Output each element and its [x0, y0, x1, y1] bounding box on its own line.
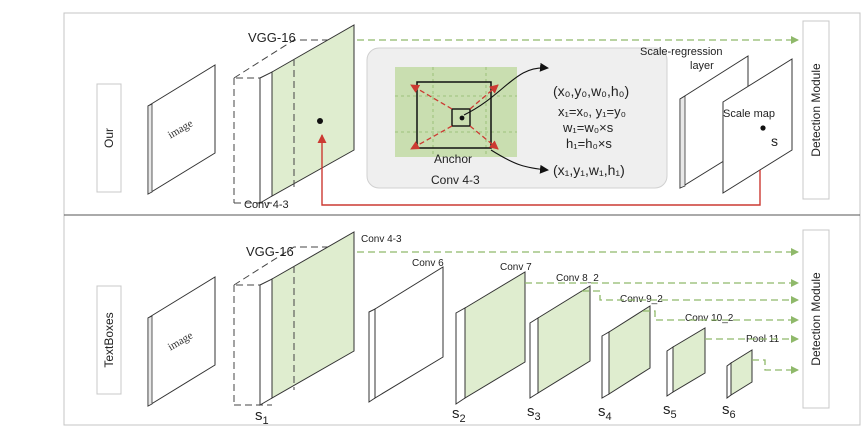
conv6-slab [368, 266, 444, 403]
bottom-vgg-label: VGG-16 [246, 244, 294, 259]
top-feature-point [317, 118, 323, 124]
scale-symbol: s [771, 133, 778, 149]
tuple-scaled: (x₁,y₁,w₁,h₁) [553, 162, 625, 178]
bottom-detection-module [802, 229, 830, 409]
anchor-panel: Anchor Conv 4-3 (x₀,y₀,w₀,h₀) x₁=x₀, y₁=… [366, 47, 668, 189]
equation-xy: x₁=x₀, y₁=y₀ [558, 104, 626, 119]
scale-s3: s3 [527, 403, 541, 423]
top-vgg-block: VGG-16 Conv 4-3 [232, 24, 356, 211]
anchor-outer-box [416, 81, 492, 149]
conv9-slab [601, 305, 651, 399]
layer-label-conv7: Conv 7 [500, 262, 532, 273]
skip-arrow-pool11 [752, 359, 799, 374]
layer-label-conv10: Conv 10_2 [685, 313, 734, 324]
top-conv-label: Conv 4-3 [244, 199, 289, 211]
our-label-box [96, 83, 122, 193]
scale-s1: s1 [255, 407, 269, 427]
bottom-vgg-block: VGG-16 [232, 231, 356, 406]
layer-label-conv6: Conv 6 [412, 258, 444, 269]
top-image-slab: image [147, 64, 216, 195]
scale-map-point [760, 125, 766, 131]
equation-w: w₁=w₀×s [562, 120, 614, 135]
layer-label-conv8: Conv 8_2 [556, 273, 599, 284]
textboxes-label: TextBoxes [102, 312, 116, 367]
bottom-skip-arrows [357, 248, 799, 374]
textboxes-label-box [96, 285, 122, 395]
scale-s5: s5 [663, 401, 677, 421]
conv7-slab [455, 271, 526, 405]
conv8-slab [529, 285, 591, 399]
top-detection-module [802, 20, 830, 200]
scale-map-slab [722, 58, 793, 194]
scale-s2: s2 [452, 405, 466, 425]
scale-regression-slabs: Scale map s [679, 55, 793, 194]
scale-map-label: Scale map [723, 108, 775, 120]
equation-h: h₁=h₀×s [566, 136, 612, 151]
anchor-inner-box [451, 108, 471, 127]
our-label: Our [102, 128, 116, 148]
scale-s6: s6 [722, 401, 736, 421]
pool11-slab [726, 349, 753, 399]
scale-feedback-arrow [317, 134, 761, 206]
bottom-image-slab: image [147, 276, 216, 407]
anchor-conv-label: Conv 4-3 [431, 173, 480, 187]
tuple-original: (x₀,y₀,w₀,h₀) [553, 83, 629, 99]
anchor-label: Anchor [434, 152, 472, 166]
skip-arrow-conv9 [643, 310, 799, 324]
top-vgg-label: VGG-16 [248, 30, 296, 45]
top-detection-label: Detection Module [809, 63, 823, 157]
skip-arrow-conv8 [582, 290, 799, 304]
scale-s4: s4 [598, 403, 612, 423]
top-section: Our image VGG-16 Conv 4-3 [96, 20, 830, 211]
conv10-slab [666, 327, 706, 397]
scale-labels: s1 s2 s3 s4 s5 s6 [255, 401, 736, 427]
scale-regression-label: Scale-regression [640, 46, 723, 58]
scale-regression-layer-label: layer [690, 60, 714, 72]
bottom-section: TextBoxes image VGG-16 [96, 229, 830, 427]
layer-label-conv4: Conv 4-3 [361, 234, 402, 245]
bottom-detection-label: Detection Module [809, 272, 823, 366]
outer-frame [63, 12, 861, 426]
